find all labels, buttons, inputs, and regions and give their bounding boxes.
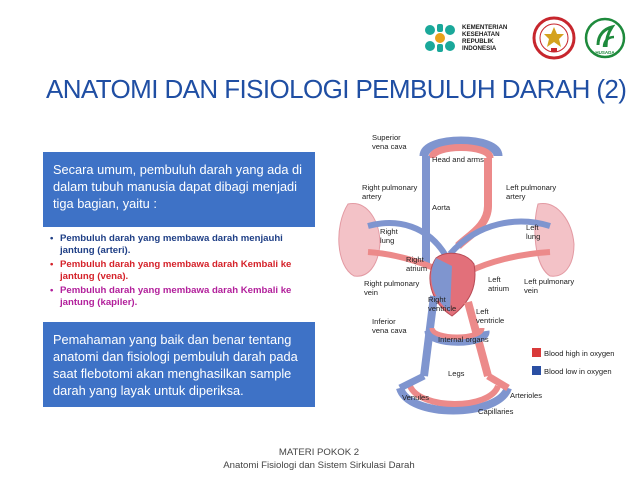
intro-box: Secara umum, pembuluh darah yang ada di … [43,152,315,227]
bakti-husada-logo-icon: HUSADA [584,17,626,59]
right-lung-shape [338,203,381,277]
kemenkes-logo: KEMENTERIAN KESEHATAN REPUBLIK INDONESIA [422,20,524,56]
label-right-pulmonary-vein-2: vein [364,288,378,297]
right-pulmonary-artery-vessel [367,220,449,258]
legend-label-oxygen-low: Blood low in oxygen [544,367,612,376]
label-inferior-vena-cava-1: Inferior [372,317,396,326]
kemenkes-text: KEMENTERIAN KESEHATAN REPUBLIK INDONESIA [462,24,508,52]
government-seal-icon [532,16,576,60]
label-left-pulmonary-vein-2: vein [524,286,538,295]
internal-organs-artery [429,326,485,340]
head-arms-vein-loop [419,136,503,158]
label-right-pulmonary-artery-1: Right pulmonary [362,183,417,192]
label-right-lung-2: lung [380,236,394,245]
label-right-ventricle-1: Right [428,295,447,304]
footer-subtitle: Anatomi Fisiologi dan Sistem Sirkulasi D… [223,460,415,471]
label-venules: Venules [402,393,429,402]
label-left-atrium-2: atrium [488,284,509,293]
summary-box: Pemahaman yang baik dan benar tentang an… [43,322,315,407]
label-left-ventricle-1: Left [476,307,490,316]
kemenkes-mark-icon [425,24,455,52]
label-right-lung-1: Right [380,227,399,236]
head-arms-artery-loop [428,144,494,160]
internal-organs-vein [424,329,490,346]
label-right-pulmonary-artery-2: artery [362,192,382,201]
label-head-arms: Head and arms [432,155,484,164]
label-left-pulmonary-artery-2: artery [506,192,526,201]
label-right-atrium-2: atrium [406,264,427,273]
legs-vein-loop [396,386,512,415]
legend-label-oxygen-high: Blood high in oxygen [544,349,615,358]
vessel-type-list: Pembuluh darah yang membawa darah menjau… [50,233,315,311]
left-pulmonary-artery-vessel [447,218,551,257]
list-item-arteri: Pembuluh darah yang membawa darah menjau… [50,233,315,256]
label-superior-vena-cava-2: vena cava [372,142,407,151]
label-left-pulmonary-vein-1: Left pulmonary [524,277,574,286]
label-right-atrium-1: Right [406,255,425,264]
legend-swatch-oxygen-high [532,348,541,357]
label-left-atrium-1: Left [488,275,502,284]
label-left-ventricle-2: ventricle [476,316,504,325]
label-left-lung-1: Left [526,223,540,232]
arteriole-vessel [486,372,510,392]
left-lung-shape [534,203,575,277]
legs-artery-loop [407,384,501,407]
label-left-pulmonary-artery-1: Left pulmonary [506,183,556,192]
heart-right-side [431,258,452,312]
page-title: ANATOMI DAN FISIOLOGI PEMBULUH DARAH (2) [46,74,627,104]
label-aorta: Aorta [432,203,451,212]
label-superior-vena-cava-1: Superior [372,133,401,142]
label-internal-organs: Internal organs [438,335,489,344]
footer-section-label: MATERI POKOK 2 [278,447,360,458]
label-left-lung-2: lung [526,232,540,241]
label-capillaries: Capillaries [478,407,514,416]
label-right-pulmonary-vein-1: Right pulmonary [364,279,419,288]
left-pulmonary-vein-vessel [466,249,551,275]
venule-vessel [398,372,426,392]
list-item-kapiler: Pembuluh darah yang membawa darah Kembal… [50,285,315,308]
legend-swatch-oxygen-low [532,366,541,375]
label-arterioles: Arterioles [510,391,542,400]
header-logos: KEMENTERIAN KESEHATAN REPUBLIK INDONESIA… [422,14,626,62]
label-legs: Legs [448,369,465,378]
label-right-ventricle-2: ventricle [428,304,456,313]
bakti-husada-text: HUSADA [595,50,615,55]
circulation-diagram: Superior vena cava Head and arms Right p… [338,133,615,416]
list-item-vena: Pembuluh darah yang membawa darah Kembal… [50,259,315,282]
label-inferior-vena-cava-2: vena cava [372,326,407,335]
